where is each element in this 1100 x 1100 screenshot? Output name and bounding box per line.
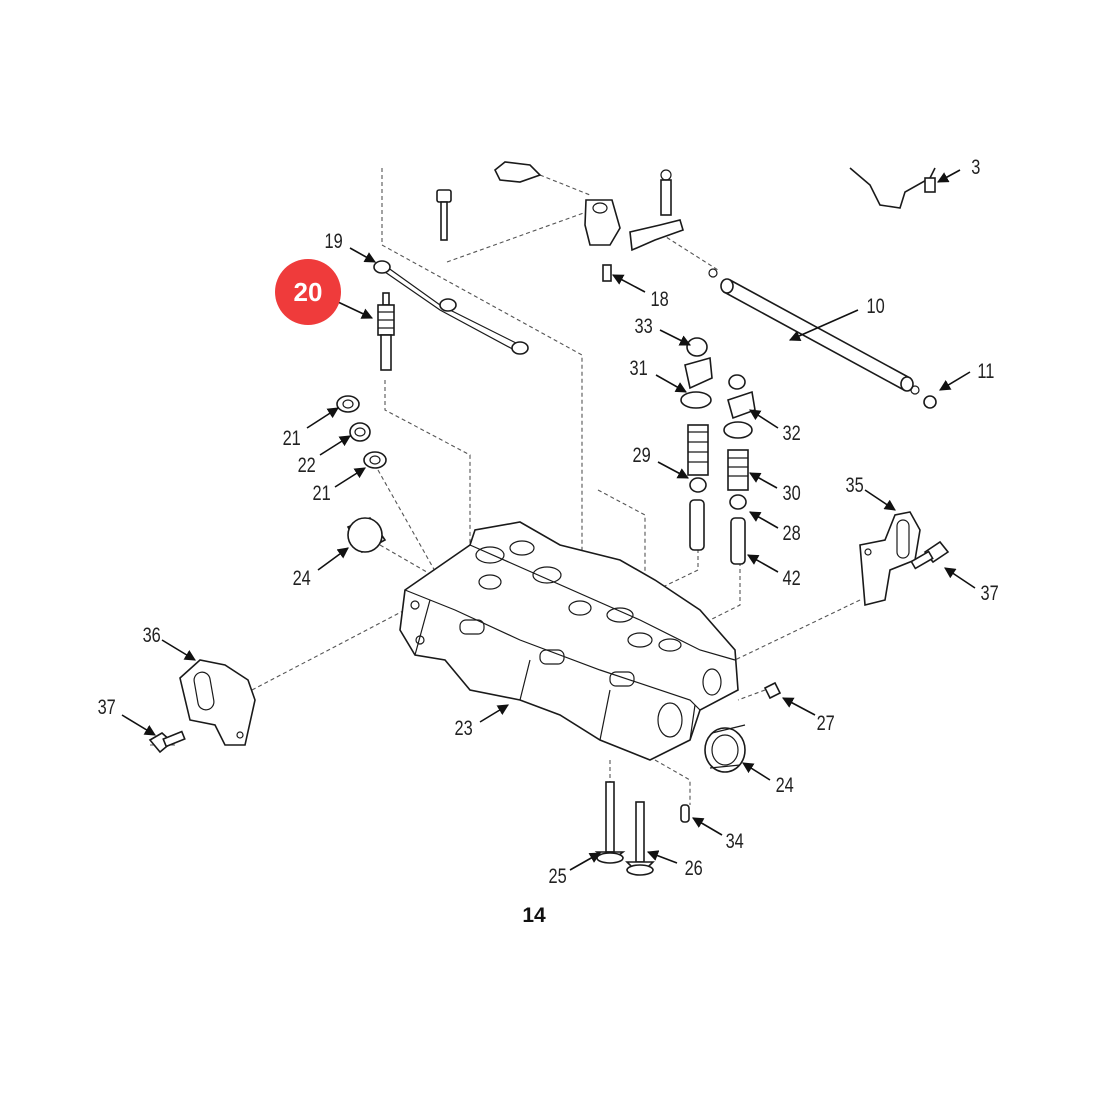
bolt-right — [910, 540, 950, 570]
callout-33: 33 — [635, 314, 653, 337]
lifting-bracket-left — [179, 659, 256, 746]
bolt-left — [148, 730, 186, 754]
callout-42: 42 — [783, 566, 801, 589]
callout-25: 25 — [549, 864, 567, 887]
circlip — [923, 395, 937, 409]
dowel-pin — [680, 804, 690, 823]
threaded-plug — [763, 681, 782, 700]
callout-23: 23 — [455, 716, 473, 739]
cylinder-head — [399, 521, 739, 761]
callout-22: 22 — [298, 453, 316, 476]
callout-10: 10 — [867, 294, 885, 317]
callout-34: 34 — [726, 829, 744, 852]
callout-26: 26 — [685, 856, 703, 879]
callout-11: 11 — [977, 359, 994, 382]
callout-32: 32 — [783, 421, 801, 444]
callout-30: 30 — [783, 481, 801, 504]
assembly-guide-lines — [150, 168, 935, 805]
rocker-shaft — [708, 268, 920, 395]
rocker-arm-assembly — [493, 161, 684, 252]
callout-18: 18 — [651, 287, 669, 310]
cap-plug-left — [346, 517, 387, 554]
highlight-badge: 20 — [275, 259, 341, 325]
figure-number: 14 — [522, 904, 546, 927]
callout-36: 36 — [143, 623, 161, 646]
rocker-bolt — [436, 189, 452, 241]
callout-19: 19 — [325, 229, 343, 252]
valve-train-parts — [680, 337, 756, 565]
callout-37-right: 37 — [981, 581, 999, 604]
glow-plug — [377, 292, 395, 371]
leak-off-pipe — [373, 260, 529, 355]
highlight-badge-circle — [275, 259, 341, 325]
callout-labels: 3 10 11 18 19 21 22 21 24 23 24 25 26 27… — [98, 155, 999, 887]
callout-leaders — [121, 169, 976, 871]
callout-28: 28 — [783, 521, 801, 544]
callout-31: 31 — [630, 356, 648, 379]
nozzle-washers — [336, 395, 387, 469]
lifting-bracket-right — [859, 511, 921, 607]
callout-21-upper: 21 — [283, 426, 301, 449]
callout-37-left: 37 — [98, 695, 116, 718]
callout-21-lower: 21 — [313, 481, 331, 504]
seal-ring-right — [704, 724, 746, 773]
callout-35: 35 — [846, 473, 864, 496]
callout-24-right: 24 — [776, 773, 794, 796]
highlight-badge-label: 20 — [294, 277, 323, 307]
valves — [594, 781, 655, 876]
callout-27: 27 — [817, 711, 835, 734]
callout-29: 29 — [633, 443, 651, 466]
set-screw — [602, 264, 612, 282]
valve-cover-corner — [849, 167, 936, 209]
callout-24-left: 24 — [293, 566, 311, 589]
callout-3: 3 — [971, 155, 980, 178]
